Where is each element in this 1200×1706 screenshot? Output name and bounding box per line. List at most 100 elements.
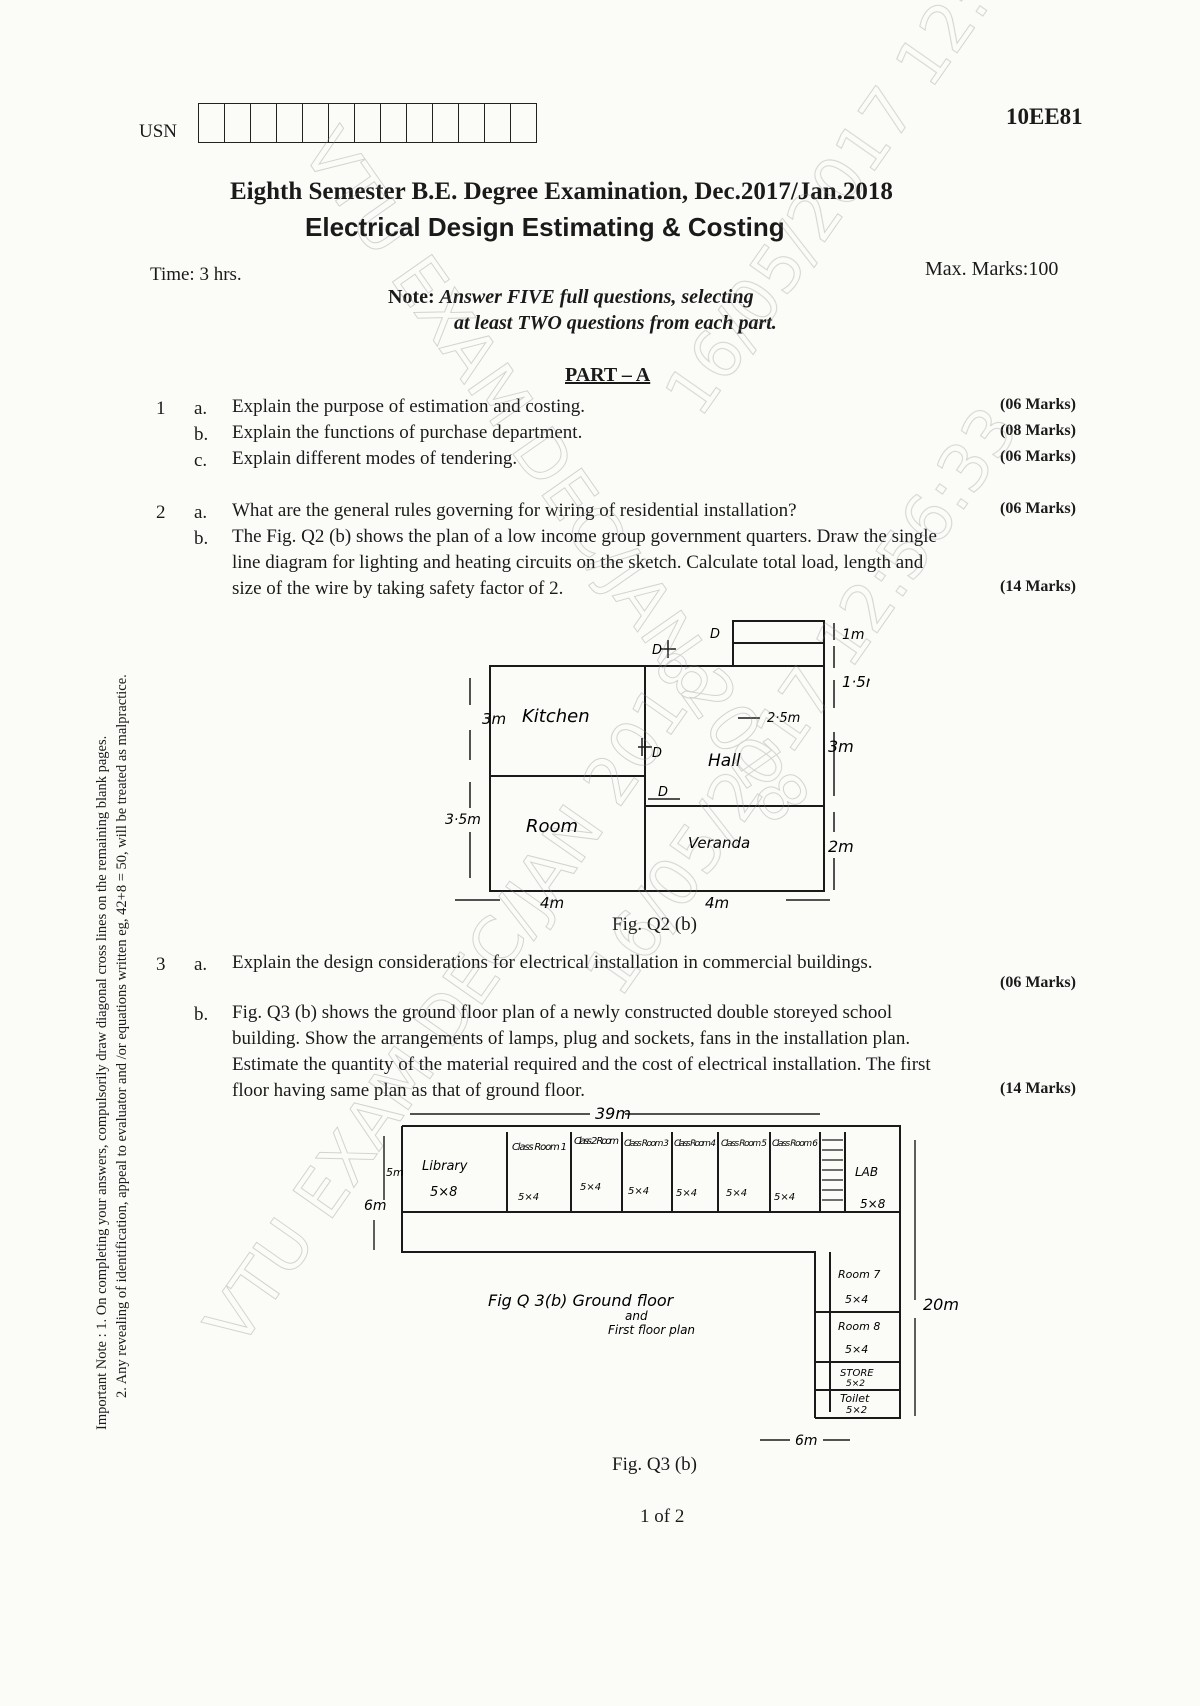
door-label: D	[652, 643, 662, 658]
label-class4: Class Room 4	[674, 1139, 716, 1149]
dim-left-width: 4m	[540, 894, 564, 912]
label-library: Library	[422, 1159, 468, 1174]
dim-hall-height: 3m	[828, 737, 854, 756]
question-number: 1	[156, 398, 166, 419]
fig-q2b-floor-plan: 3m 3·5m 4m 4m 2·5m 1m 1·5m 3m 2m Kitchen…	[445, 620, 870, 912]
outer-wall-inner	[401, 1126, 816, 1418]
max-marks: Max. Marks:100	[925, 258, 1059, 280]
label-store: STORE	[840, 1368, 874, 1379]
inner-caption-2: and	[625, 1309, 648, 1323]
dim-veranda-height: 2m	[828, 837, 854, 856]
label-class3: Class Room 3	[624, 1139, 669, 1149]
side-important-note: Important Note : 1. On completing your a…	[92, 674, 132, 1430]
dim-width-39m: 39m	[595, 1104, 631, 1123]
outer-wall	[402, 1125, 901, 1419]
label-kitchen: Kitchen	[522, 706, 590, 727]
question-text: Explain the purpose of estimation and co…	[232, 396, 586, 417]
inner-caption-3: First floor plan	[608, 1323, 695, 1337]
usn-input-boxes[interactable]	[198, 103, 537, 143]
label-room8: Room 8	[838, 1320, 880, 1333]
fig-q3b-caption: Fig. Q3 (b)	[612, 1454, 697, 1475]
usn-box[interactable]	[511, 104, 536, 142]
label-room: Room	[526, 816, 578, 837]
label-toilet: Toilet	[840, 1392, 870, 1405]
sub-label: b.	[194, 528, 209, 549]
dim-height-5m: 5m	[386, 1166, 404, 1179]
dim-room-height: 3·5m	[445, 812, 481, 828]
label-class5: Class Room 5	[721, 1139, 767, 1149]
usn-box[interactable]	[329, 104, 355, 142]
side-note-line-1: Important Note : 1. On completing your a…	[94, 735, 110, 1430]
usn-box[interactable]	[277, 104, 303, 142]
door-label: D	[652, 746, 662, 761]
question-text: Explain the functions of purchase depart…	[232, 422, 583, 443]
door-label: D	[658, 785, 668, 800]
note-label: Note:	[388, 286, 435, 308]
part-a-heading: PART – A	[565, 364, 651, 386]
size-toilet: 5×2	[846, 1405, 867, 1416]
marks: (14 Marks)	[1000, 1080, 1076, 1097]
usn-box[interactable]	[355, 104, 381, 142]
usn-box[interactable]	[433, 104, 459, 142]
dim-top-1m: 1m	[842, 627, 865, 643]
instructions-note: Note: Answer FIVE full questions, select…	[388, 286, 754, 309]
inner-caption-1: Fig Q 3(b) Ground floor	[488, 1291, 675, 1310]
label-class1: Class Room 1	[512, 1142, 567, 1153]
size-lab: 5×8	[860, 1197, 886, 1211]
outer-wall	[489, 665, 825, 892]
time-allowed: Time: 3 hrs.	[150, 264, 242, 285]
subject-code: 10EE81	[1006, 104, 1083, 129]
question-text-line: line diagram for lighting and heating ci…	[232, 552, 924, 573]
size-library: 5×8	[430, 1185, 457, 1200]
usn-box[interactable]	[251, 104, 277, 142]
size-class2: 5×4	[580, 1182, 601, 1193]
marks: (08 Marks)	[1000, 422, 1076, 439]
label-class6: Class Room 6	[772, 1139, 818, 1149]
label-veranda: Veranda	[688, 834, 750, 852]
label-hall: Hall	[708, 751, 741, 771]
side-note-line-2: 2. Any revealing of identification, appe…	[114, 674, 130, 1398]
usn-box[interactable]	[459, 104, 485, 142]
dim-kitchen-height: 3m	[482, 710, 506, 728]
label-class2: Class 2 Room	[574, 1136, 619, 1147]
label-lab: LAB	[855, 1165, 878, 1179]
dim-width-6m: 6m	[795, 1433, 818, 1449]
question-text: What are the general rules governing for…	[232, 500, 797, 521]
question-text-line: Fig. Q3 (b) shows the ground floor plan …	[232, 1002, 893, 1023]
note-line-2: at least TWO questions from each part.	[454, 312, 777, 334]
usn-box[interactable]	[485, 104, 511, 142]
dim-height-20m: 20m	[923, 1295, 959, 1314]
size-class4: 5×4	[676, 1188, 697, 1199]
question-text-line: floor having same plan as that of ground…	[232, 1080, 586, 1101]
question-number: 3	[156, 954, 166, 975]
sub-label: a.	[194, 954, 208, 975]
marks: (06 Marks)	[1000, 974, 1076, 991]
dim-height-6m: 6m	[364, 1198, 387, 1214]
usn-box[interactable]	[407, 104, 433, 142]
usn-box[interactable]	[225, 104, 251, 142]
marks: (06 Marks)	[1000, 500, 1076, 517]
question-text-line: size of the wire by taking safety factor…	[232, 578, 564, 599]
usn-box[interactable]	[303, 104, 329, 142]
fig-q2b-caption: Fig. Q2 (b)	[612, 914, 697, 935]
subject-title: Electrical Design Estimating & Costing	[305, 212, 785, 242]
usn-label: USN	[139, 121, 178, 142]
dim-top-1-5m: 1·5m	[842, 673, 870, 691]
usn-box[interactable]	[381, 104, 407, 142]
usn-box[interactable]	[199, 104, 225, 142]
note-line-1: Answer FIVE full questions, selecting	[439, 286, 754, 308]
dim-top-width: 2·5m	[767, 711, 800, 726]
sub-label: a.	[194, 502, 208, 523]
sub-label: c.	[194, 450, 208, 471]
sub-label: b.	[194, 1004, 209, 1025]
marks: (06 Marks)	[1000, 396, 1076, 413]
marks: (14 Marks)	[1000, 578, 1076, 595]
question-number: 2	[156, 502, 166, 523]
question-text-line: Estimate the quantity of the material re…	[232, 1054, 931, 1075]
fig-q3b-school-plan: 39m 6m 5m 20m 6m Library 5×8 Class Room …	[364, 1104, 959, 1449]
marks: (06 Marks)	[1000, 448, 1076, 465]
size-room8: 5×4	[845, 1343, 868, 1356]
sub-label: a.	[194, 398, 208, 419]
size-class1: 5×4	[518, 1192, 539, 1203]
